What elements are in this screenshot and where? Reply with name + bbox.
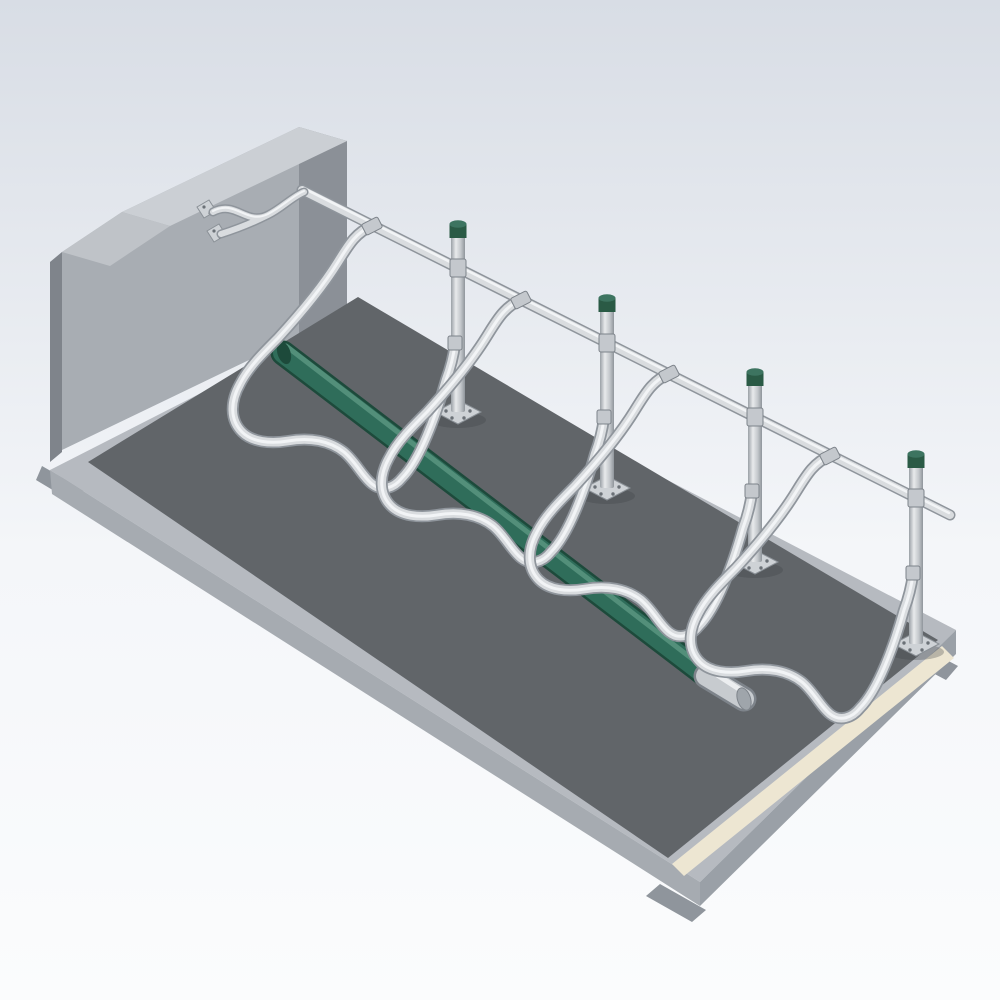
- wall-bracket: [196, 187, 309, 243]
- wall-chamfer-face: [62, 212, 170, 266]
- curb-strip: [672, 646, 954, 876]
- slab-front-left-face: [50, 470, 700, 906]
- rail-post-clamp: [449, 258, 467, 278]
- wall-top-face: [122, 127, 347, 226]
- brisket-pipe: [270, 340, 757, 712]
- base-plate-bolts: [444, 409, 472, 420]
- wall-front-face: [62, 127, 299, 450]
- rail-post-clamp: [907, 488, 925, 508]
- post-cap: [598, 298, 616, 312]
- rear-wall: [50, 127, 347, 462]
- rail-body: [298, 186, 954, 519]
- bracket-tubes: [208, 187, 309, 239]
- bracket-tube-highlight: [212, 190, 305, 218]
- post-cap: [907, 454, 925, 468]
- pipe-stub-end-cap: [736, 687, 752, 711]
- loop-rail-clamp: [819, 446, 841, 466]
- wall-end-face: [299, 127, 347, 340]
- post-cap-top: [598, 294, 616, 302]
- pipe-body: [273, 343, 717, 686]
- slab-foot-front: [646, 884, 706, 922]
- loop-post-clamp: [596, 409, 612, 425]
- base-plate-bolts: [902, 641, 930, 652]
- loop-post-clamp: [905, 565, 921, 581]
- post-cap-top: [449, 220, 467, 228]
- top-rail: [296, 184, 956, 521]
- rail-post-clamp: [746, 407, 764, 427]
- post-cap-top: [907, 450, 925, 458]
- rail-post-clamp: [598, 333, 616, 353]
- post-cap: [449, 224, 467, 238]
- pipe-highlight: [283, 343, 707, 671]
- loop-rail-clamp: [510, 290, 532, 310]
- pipe-end-cap-left: [276, 341, 292, 365]
- post-cap-top: [746, 368, 764, 376]
- loop-rail-clamp: [361, 216, 383, 236]
- loop-rail-clamp: [658, 364, 680, 384]
- rail-highlight: [301, 186, 951, 515]
- loop-post-clamp: [744, 483, 760, 499]
- post-cap: [746, 372, 764, 386]
- loop-post-clamp: [447, 335, 463, 351]
- clamp-fittings: [361, 216, 925, 581]
- base-plate-bolts: [593, 485, 621, 496]
- wall-left-edge-face: [50, 252, 62, 462]
